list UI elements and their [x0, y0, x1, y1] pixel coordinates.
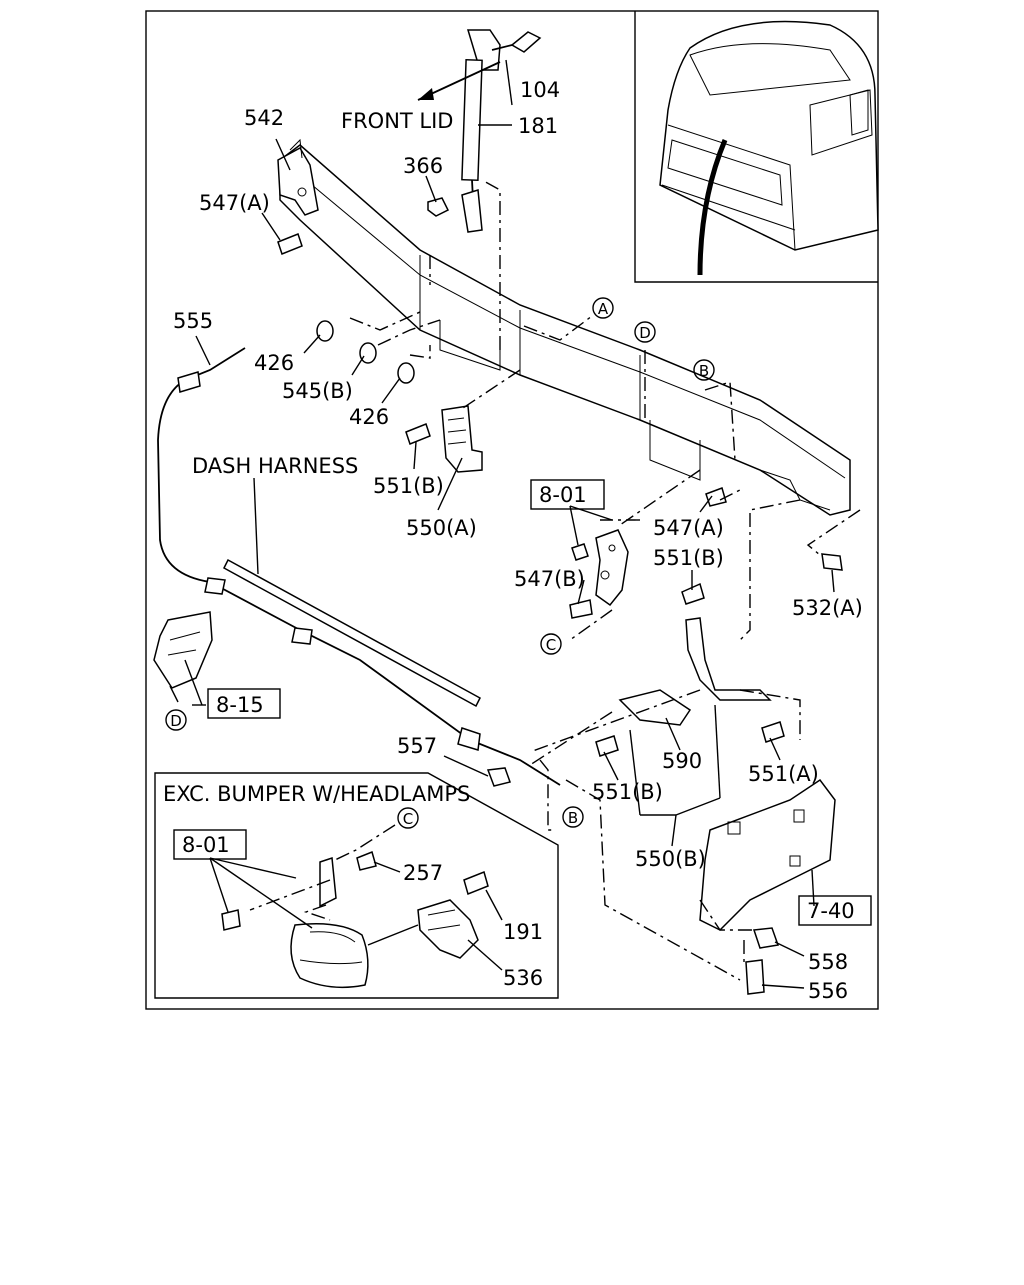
front-panel-beam: [279, 144, 851, 516]
inset-mounting-plate: [319, 856, 337, 908]
label-181: 181: [518, 114, 558, 138]
circle-ref-a: A: [592, 297, 614, 319]
ref-box-801-main: [530, 479, 605, 510]
inset-bracket: [417, 899, 479, 959]
circle-ref-b-top: B: [693, 359, 715, 381]
dash-harness: [223, 558, 481, 708]
front-lid-strut: [461, 29, 501, 233]
inset-headlamp: [290, 923, 369, 989]
alignment-lines: [349, 179, 861, 981]
inset-title: EXC. BUMPER W/HEADLAMPS: [163, 782, 470, 806]
label-366: 366: [403, 154, 443, 178]
label-426-bottom: 426: [349, 405, 389, 429]
label-551b-right: 551(B): [653, 546, 724, 570]
bracket-550a: [441, 405, 483, 473]
label-551b-left: 551(B): [373, 474, 444, 498]
inset-bolt-left: [221, 909, 241, 931]
bracket-590: [618, 617, 772, 726]
bolt-551a: [761, 721, 785, 743]
diagram-border: [145, 10, 879, 1010]
plug-545b: [359, 342, 377, 364]
bracket-547b: [595, 529, 629, 607]
label-ref-815: 8-15: [216, 693, 264, 717]
label-inset-ref-801: 8-01: [182, 833, 230, 857]
lock-bracket: [699, 778, 836, 931]
inset-bolt-191: [463, 870, 489, 896]
label-590: 590: [662, 749, 702, 773]
circle-ref-c-inset: C: [397, 807, 419, 829]
label-front-lid: FRONT LID: [341, 109, 453, 133]
label-551a: 551(A): [748, 762, 819, 786]
label-ref-801-main: 8-01: [539, 483, 587, 507]
inset-bolt-257: [356, 850, 377, 871]
nut-366: [427, 197, 450, 217]
label-545b: 545(B): [282, 379, 353, 403]
clip-557: [486, 767, 511, 787]
label-536: 536: [503, 966, 543, 990]
grommet-426-bottom: [397, 362, 415, 384]
bolt-547a-right: [705, 487, 727, 507]
bolt-551b-left: [405, 423, 431, 445]
ref-box-801-inset: [173, 829, 247, 860]
bolt-551b-right: [681, 582, 705, 605]
bolt-104: [491, 31, 542, 53]
ref-box-815: [207, 688, 281, 719]
label-555: 555: [173, 309, 213, 333]
inset-leader-lines: [209, 824, 503, 971]
svg-text:D: D: [639, 324, 651, 342]
svg-text:B: B: [699, 362, 709, 380]
label-542: 542: [244, 106, 284, 130]
bolt-551b-bottom: [595, 735, 619, 757]
label-426-top: 426: [254, 351, 294, 375]
nut-547b-top: [571, 543, 589, 561]
circle-ref-d-left: D: [165, 709, 187, 731]
bolt-556: [745, 959, 765, 995]
label-556: 556: [808, 979, 848, 1003]
bolt-547a-top: [277, 233, 303, 255]
bolt-532a: [821, 553, 843, 571]
label-547a-top: 547(A): [199, 191, 270, 215]
label-557: 557: [397, 734, 437, 758]
grommet-426-top: [316, 320, 334, 342]
label-104: 104: [520, 78, 560, 102]
svg-text:B: B: [568, 809, 578, 827]
svg-text:C: C: [546, 636, 556, 654]
label-532a: 532(A): [792, 596, 863, 620]
label-547b: 547(B): [514, 567, 585, 591]
locator-box: [634, 11, 878, 283]
label-191: 191: [503, 920, 543, 944]
label-550a: 550(A): [406, 516, 477, 540]
label-547a-right: 547(A): [653, 516, 724, 540]
latch-558: [752, 927, 780, 949]
label-558: 558: [808, 950, 848, 974]
circle-ref-b-bottom: B: [562, 806, 584, 828]
svg-text:D: D: [170, 712, 182, 730]
label-257: 257: [403, 861, 443, 885]
ref-box-740: [798, 895, 872, 926]
circle-ref-d-top: D: [634, 321, 656, 343]
bolt-547b: [569, 599, 593, 619]
label-551b-bottom: 551(B): [592, 780, 663, 804]
svg-text:C: C: [403, 810, 413, 828]
leader-lines: [169, 59, 835, 989]
label-550b: 550(B): [635, 847, 706, 871]
inset-box: [154, 772, 559, 999]
clamp-815: [153, 611, 213, 689]
label-dash-harness: DASH HARNESS: [192, 454, 358, 478]
label-ref-740: 7-40: [807, 899, 855, 923]
svg-text:A: A: [598, 300, 609, 318]
circle-ref-c-bracket: C: [540, 633, 562, 655]
truck-cab-illustration: [659, 20, 879, 276]
